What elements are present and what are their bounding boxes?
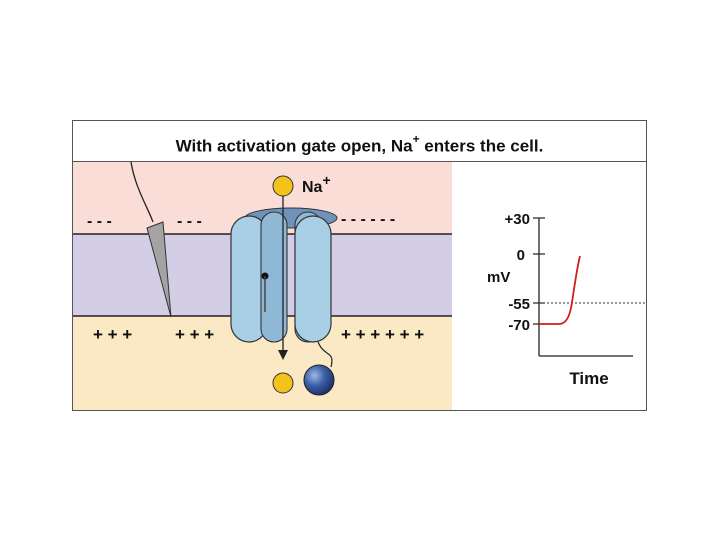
channel-subunit-right (294, 215, 332, 343)
electrode-wire (130, 162, 154, 223)
action-potential-trace (539, 255, 581, 325)
membrane-diagram: - - - - - - - - - - - - + + + + + + + + … (73, 162, 646, 410)
x-axis-label: Time (569, 369, 608, 388)
sodium-ion-inside (272, 372, 294, 394)
positive-charges-middle: + + + (175, 325, 214, 344)
figure-title: With activation gate open, Na+ enters th… (73, 121, 646, 162)
sodium-ion-label: Na+ (302, 172, 331, 196)
sodium-channel (230, 196, 338, 360)
positive-charges-right: + + + + + + (341, 325, 424, 344)
inactivation-gate-ball (303, 364, 335, 396)
arrow-head (278, 350, 288, 360)
title-suffix: enters the cell. (419, 136, 544, 156)
microelectrode (130, 162, 172, 318)
y-axis-label: mV (487, 269, 510, 286)
sodium-ion-outside (272, 175, 294, 197)
title-superscript: + (412, 132, 420, 146)
ion-charge: + (322, 172, 330, 188)
tick-label-minus55: -55 (508, 296, 530, 313)
inactivation-gate-tether (317, 341, 333, 368)
positive-charges-left: + + + (93, 325, 132, 344)
tick-label-minus70: -70 (508, 317, 530, 334)
electrode-tip (146, 221, 172, 318)
ion-symbol: Na (302, 179, 323, 196)
membrane-potential-graph: +30 0 mV -55 -70 Time (487, 211, 646, 388)
negative-charges-left: - - - (87, 213, 112, 230)
tick-label-plus30: +30 (505, 211, 530, 228)
negative-charges-right: - - - - - - (341, 211, 395, 228)
channel-subunit-back-left (260, 211, 288, 343)
negative-charges-middle: - - - (177, 213, 202, 230)
figure-panel: With activation gate open, Na+ enters th… (72, 120, 647, 411)
tick-label-zero: 0 (517, 247, 525, 264)
title-prefix: With activation gate open, Na (175, 136, 413, 156)
